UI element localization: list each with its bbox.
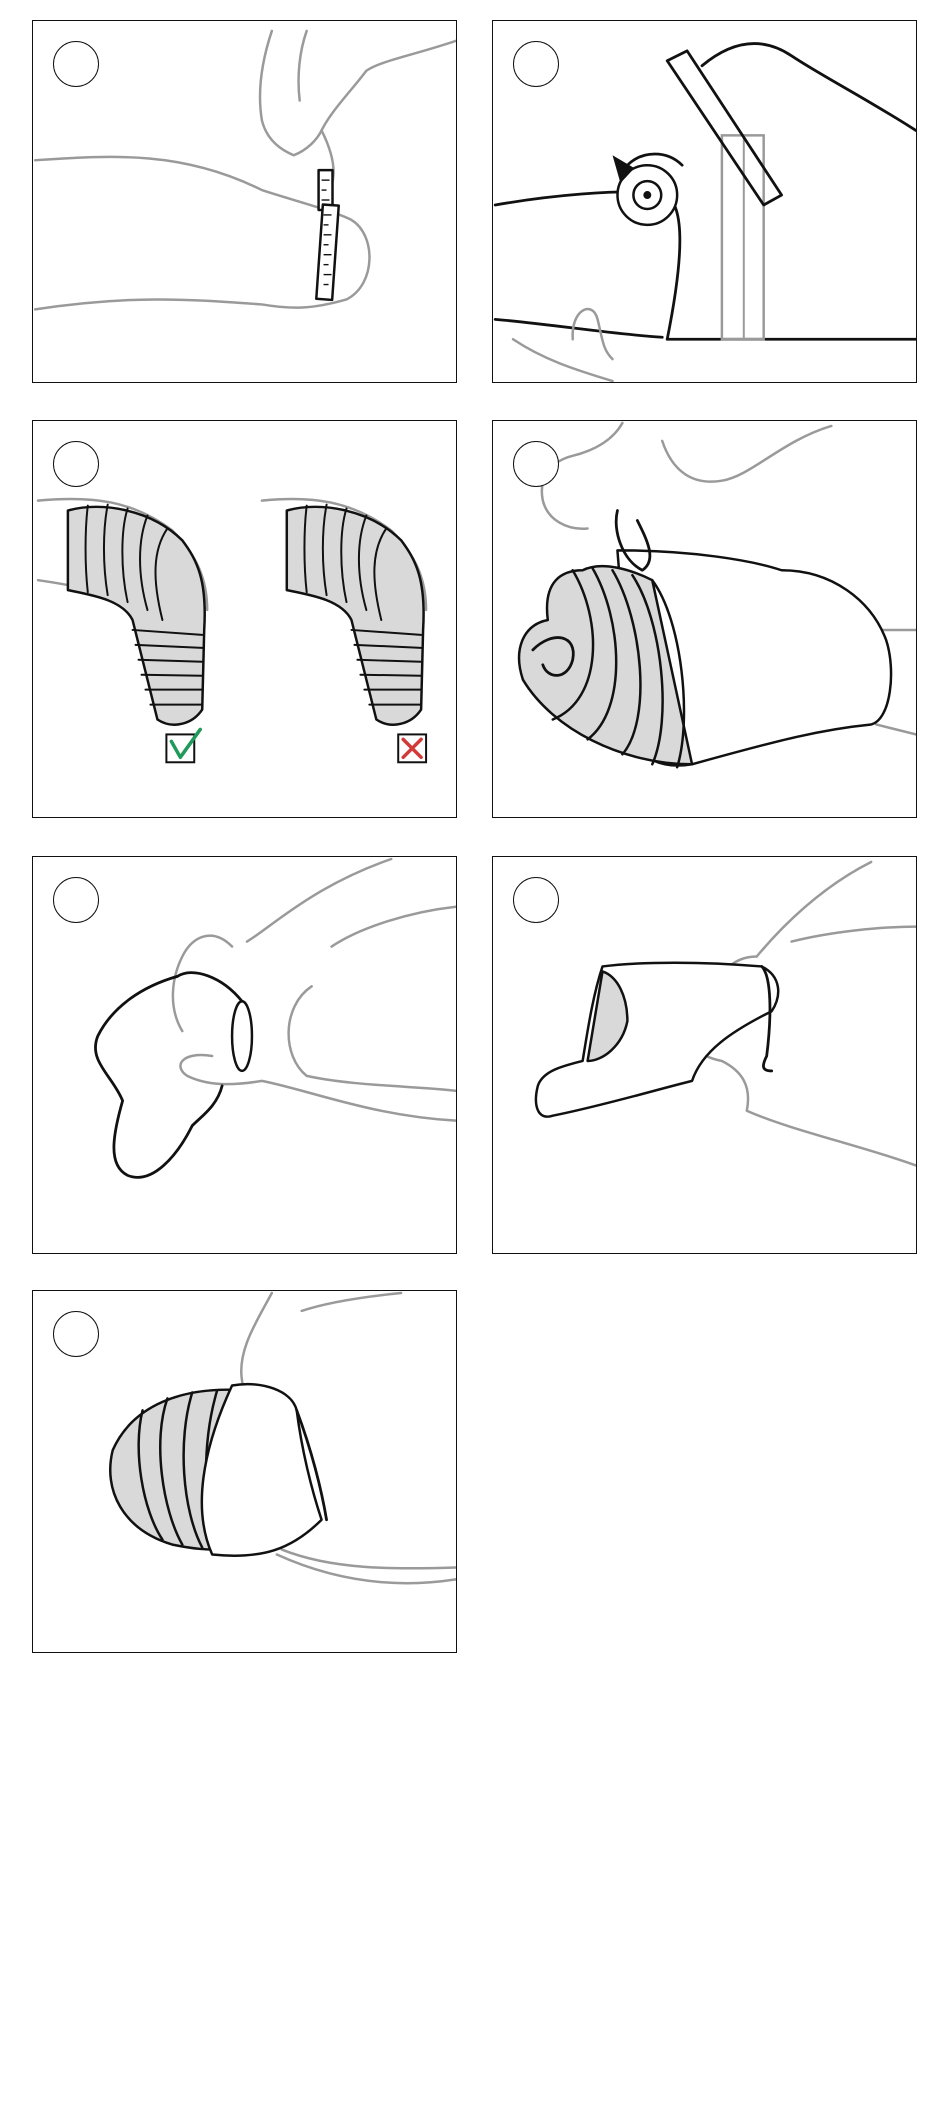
step-number-circle bbox=[513, 877, 559, 923]
step-panel-4 bbox=[492, 420, 917, 818]
step-number-circle bbox=[513, 441, 559, 487]
step-panel-6 bbox=[492, 856, 917, 1254]
fit-comparison-illustration bbox=[33, 421, 456, 817]
step-panel-3 bbox=[32, 420, 457, 818]
sleeve-opening-illustration bbox=[33, 857, 456, 1253]
step-number-circle bbox=[53, 441, 99, 487]
final-fitting-illustration bbox=[33, 1291, 456, 1652]
cross-icon bbox=[398, 734, 426, 762]
step-number-circle bbox=[53, 877, 99, 923]
step-number-circle bbox=[513, 41, 559, 87]
step-panel-1 bbox=[32, 20, 457, 383]
step-panel-5 bbox=[32, 856, 457, 1254]
sleeve-smoothing-illustration bbox=[493, 857, 916, 1253]
step-panel-7 bbox=[32, 1290, 457, 1653]
step-panel-2 bbox=[492, 20, 917, 383]
step-number-circle bbox=[53, 41, 99, 87]
measuring-tape-illustration bbox=[33, 21, 456, 382]
roller-device-illustration bbox=[493, 21, 916, 382]
liner-rolling-illustration bbox=[493, 421, 916, 817]
check-icon bbox=[166, 729, 200, 762]
step-number-circle bbox=[53, 1311, 99, 1357]
